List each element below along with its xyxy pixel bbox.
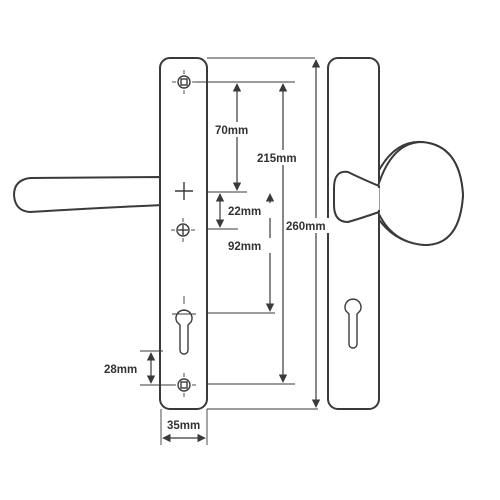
dimension-70mm-label: 70mm [215, 125, 248, 137]
dimension-35mm-label: 35mm [167, 420, 200, 432]
dimension-22mm-label: 22mm [228, 206, 261, 218]
left-cylinder-cutout-icon [172, 296, 196, 355]
extension-lines [140, 57, 318, 445]
middle-screw-icon [171, 218, 195, 242]
top-screw-icon [172, 70, 196, 94]
right-cylinder-cutout-icon [344, 298, 362, 349]
dimension-260mm-label: 260mm [286, 221, 326, 233]
right-backplate [327, 57, 464, 410]
dimension-28mm-label: 28mm [104, 364, 137, 376]
dimension-215mm-label: 215mm [257, 153, 297, 165]
dimension-92mm-label: 92mm [228, 241, 261, 253]
spindle-icon [175, 182, 193, 200]
